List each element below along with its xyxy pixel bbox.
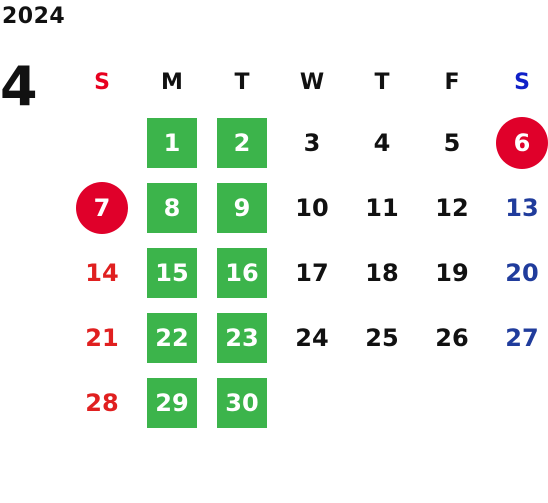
calendar-day[interactable]: 11 xyxy=(365,193,399,222)
calendar-day-cell: 27 xyxy=(487,305,548,370)
calendar-day[interactable]: 21 xyxy=(85,323,119,352)
calendar-day-cell: 22 xyxy=(137,305,207,370)
calendar-day[interactable]: 2 xyxy=(217,117,267,168)
calendar-day-cell: 3 xyxy=(277,110,347,175)
calendar-day-cell xyxy=(487,370,548,435)
calendar-day[interactable]: 30 xyxy=(217,377,267,428)
calendar-day[interactable]: 19 xyxy=(435,258,469,287)
weekday-header-cell: T xyxy=(207,54,277,110)
calendar-day[interactable]: 7 xyxy=(76,181,128,234)
calendar-day-cell xyxy=(347,370,417,435)
calendar-day-cell: 6 xyxy=(487,110,548,175)
calendar-week-row: 28 29 30 xyxy=(67,370,548,435)
calendar-day-cell: 28 xyxy=(67,370,137,435)
weekday-header-cell: M xyxy=(137,54,207,110)
calendar-day-cell xyxy=(417,370,487,435)
calendar-day-cell: 26 xyxy=(417,305,487,370)
calendar-day-cell: 24 xyxy=(277,305,347,370)
calendar-day-cell: 4 xyxy=(347,110,417,175)
calendar-day-cell: 8 xyxy=(137,175,207,240)
calendar-day-cell: 16 xyxy=(207,240,277,305)
calendar-day-cell: 29 xyxy=(137,370,207,435)
calendar-day[interactable]: 13 xyxy=(505,193,539,222)
calendar-day-cell: 18 xyxy=(347,240,417,305)
calendar-day[interactable]: 20 xyxy=(505,258,539,287)
calendar-month: 4 xyxy=(0,55,38,118)
weekday-header-cell: S xyxy=(487,54,548,110)
weekday-monday: M xyxy=(161,69,183,95)
calendar-day[interactable]: 28 xyxy=(85,388,119,417)
calendar-day[interactable]: 10 xyxy=(295,193,329,222)
calendar-day[interactable]: 8 xyxy=(147,182,197,233)
weekday-sunday: S xyxy=(94,69,110,95)
calendar-day-cell: 7 xyxy=(67,175,137,240)
weekday-saturday: S xyxy=(514,69,530,95)
calendar-day[interactable]: 5 xyxy=(443,128,461,157)
calendar-day-cell: 19 xyxy=(417,240,487,305)
weekday-header-cell: W xyxy=(277,54,347,110)
calendar-day[interactable]: 6 xyxy=(496,116,548,169)
calendar-day[interactable]: 14 xyxy=(85,258,119,287)
calendar-day[interactable]: 27 xyxy=(505,323,539,352)
calendar-day-cell: 23 xyxy=(207,305,277,370)
calendar-day-cell xyxy=(277,370,347,435)
calendar-day-cell: 25 xyxy=(347,305,417,370)
calendar-day-cell: 11 xyxy=(347,175,417,240)
calendar-day-cell: 17 xyxy=(277,240,347,305)
calendar-day[interactable]: 3 xyxy=(303,128,321,157)
calendar-day[interactable]: 15 xyxy=(147,247,197,298)
calendar-day[interactable]: 22 xyxy=(147,312,197,363)
weekday-header-cell: T xyxy=(347,54,417,110)
weekday-header-cell: S xyxy=(67,54,137,110)
calendar-day-cell: 5 xyxy=(417,110,487,175)
calendar-day[interactable]: 25 xyxy=(365,323,399,352)
calendar-day-cell: 14 xyxy=(67,240,137,305)
calendar-day-cell: 15 xyxy=(137,240,207,305)
calendar-day[interactable]: 29 xyxy=(147,377,197,428)
calendar-day-cell: 12 xyxy=(417,175,487,240)
calendar-day[interactable]: 18 xyxy=(365,258,399,287)
weekday-header-row: S M T W T F S xyxy=(67,54,548,110)
calendar-day-cell: 21 xyxy=(67,305,137,370)
weekday-friday: F xyxy=(444,69,460,95)
calendar-week-row: 14 15 16 17 18 19 20 xyxy=(67,240,548,305)
weekday-header-cell: F xyxy=(417,54,487,110)
calendar-day-cell: 9 xyxy=(207,175,277,240)
calendar-day-cell: 20 xyxy=(487,240,548,305)
calendar-day-cell: 13 xyxy=(487,175,548,240)
calendar-day[interactable]: 23 xyxy=(217,312,267,363)
calendar-day[interactable]: 9 xyxy=(217,182,267,233)
calendar-day[interactable]: 1 xyxy=(147,117,197,168)
calendar-day[interactable]: 24 xyxy=(295,323,329,352)
calendar-day[interactable]: 4 xyxy=(373,128,391,157)
calendar-day-cell: 1 xyxy=(137,110,207,175)
weekday-tuesday: T xyxy=(234,69,250,95)
weekday-wednesday: W xyxy=(299,69,325,95)
calendar-day-cell xyxy=(67,110,137,175)
weekday-thursday: T xyxy=(374,69,390,95)
calendar-day-cell: 30 xyxy=(207,370,277,435)
calendar-day[interactable]: 12 xyxy=(435,193,469,222)
calendar-day[interactable]: 16 xyxy=(217,247,267,298)
calendar-day[interactable]: 17 xyxy=(295,258,329,287)
calendar-week-row: 21 22 23 24 25 26 27 xyxy=(67,305,548,370)
calendar-day[interactable]: 26 xyxy=(435,323,469,352)
calendar-day-cell: 2 xyxy=(207,110,277,175)
calendar-day-cell: 10 xyxy=(277,175,347,240)
calendar-year: 2024 xyxy=(2,4,66,29)
